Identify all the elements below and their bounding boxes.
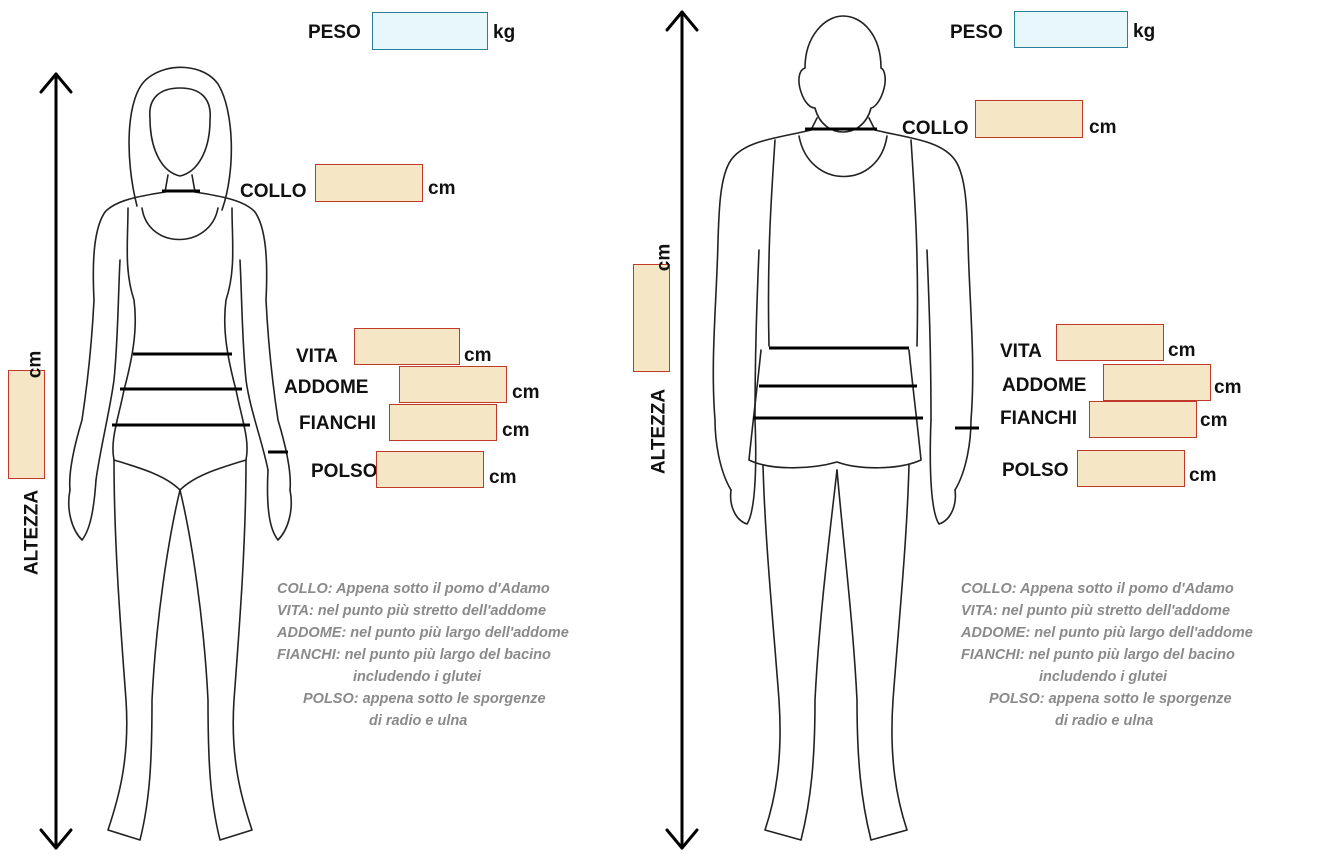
male-neck-input[interactable]	[975, 100, 1083, 138]
waist-label: VITA	[1000, 342, 1042, 361]
waist-label: VITA	[296, 347, 338, 366]
male-abdomen-input[interactable]	[1103, 364, 1211, 401]
male-waist-input[interactable]	[1056, 324, 1164, 361]
weight-unit: kg	[493, 23, 515, 42]
abdomen-label: ADDOME	[284, 378, 368, 397]
female-neck-input[interactable]	[315, 164, 423, 202]
height-unit: cm	[655, 243, 674, 273]
abdomen-unit: cm	[1214, 378, 1241, 397]
waist-unit: cm	[1168, 341, 1195, 360]
female-height-input[interactable]	[8, 370, 45, 479]
abdomen-label: ADDOME	[1002, 376, 1086, 395]
note-line: ADDOME: nel punto più largo dell'addome	[277, 622, 569, 644]
note-line: COLLO: Appena sotto il pomo d'Adamo	[961, 578, 1253, 600]
note-line: FIANCHI: nel punto più largo del bacino	[961, 644, 1253, 666]
female-weight-input[interactable]	[372, 12, 488, 50]
note-line: di radio e ulna	[277, 710, 569, 732]
note-line: POLSO: appena sotto le sporgenze	[277, 688, 569, 710]
neck-unit: cm	[428, 179, 455, 198]
wrist-unit: cm	[1189, 466, 1216, 485]
wrist-label: POLSO	[1002, 461, 1069, 480]
note-line: includendo i glutei	[961, 666, 1253, 688]
female-wrist-input[interactable]	[376, 451, 484, 488]
male-height-input[interactable]	[633, 264, 670, 372]
measurement-notes: COLLO: Appena sotto il pomo d'Adamo VITA…	[277, 578, 569, 732]
hips-unit: cm	[502, 421, 529, 440]
waist-unit: cm	[464, 346, 491, 365]
measurement-notes: COLLO: Appena sotto il pomo d'Adamo VITA…	[961, 578, 1253, 732]
note-line: VITA: nel punto più stretto dell'addome	[961, 600, 1253, 622]
male-weight-input[interactable]	[1014, 11, 1128, 48]
height-unit: cm	[26, 350, 45, 380]
note-line: ADDOME: nel punto più largo dell'addome	[961, 622, 1253, 644]
weight-label: PESO	[308, 23, 361, 42]
height-label: ALTEZZA	[23, 485, 42, 581]
abdomen-unit: cm	[512, 383, 539, 402]
neck-label: COLLO	[240, 182, 307, 201]
height-arrow	[667, 12, 697, 848]
wrist-unit: cm	[489, 468, 516, 487]
neck-label: COLLO	[902, 119, 969, 138]
hips-label: FIANCHI	[299, 414, 376, 433]
neck-unit: cm	[1089, 118, 1116, 137]
female-waist-input[interactable]	[354, 328, 460, 365]
female-abdomen-input[interactable]	[399, 366, 507, 403]
male-wrist-input[interactable]	[1077, 450, 1185, 487]
note-line: di radio e ulna	[961, 710, 1253, 732]
female-hips-input[interactable]	[389, 404, 497, 441]
male-hips-input[interactable]	[1089, 401, 1197, 438]
note-line: includendo i glutei	[277, 666, 569, 688]
note-line: COLLO: Appena sotto il pomo d'Adamo	[277, 578, 569, 600]
female-measurement-panel: PESO kg cm ALTEZZA COLLO cm VITA cm ADDO…	[0, 0, 659, 855]
hips-label: FIANCHI	[1000, 409, 1077, 428]
note-line: VITA: nel punto più stretto dell'addome	[277, 600, 569, 622]
weight-label: PESO	[950, 23, 1003, 42]
wrist-label: POLSO	[311, 462, 378, 481]
height-label: ALTEZZA	[650, 384, 669, 480]
hips-unit: cm	[1200, 411, 1227, 430]
male-measurement-panel: PESO kg cm ALTEZZA COLLO cm VITA cm ADDO…	[659, 0, 1318, 855]
note-line: FIANCHI: nel punto più largo del bacino	[277, 644, 569, 666]
weight-unit: kg	[1133, 22, 1155, 41]
note-line: POLSO: appena sotto le sporgenze	[961, 688, 1253, 710]
height-arrow	[41, 74, 71, 848]
